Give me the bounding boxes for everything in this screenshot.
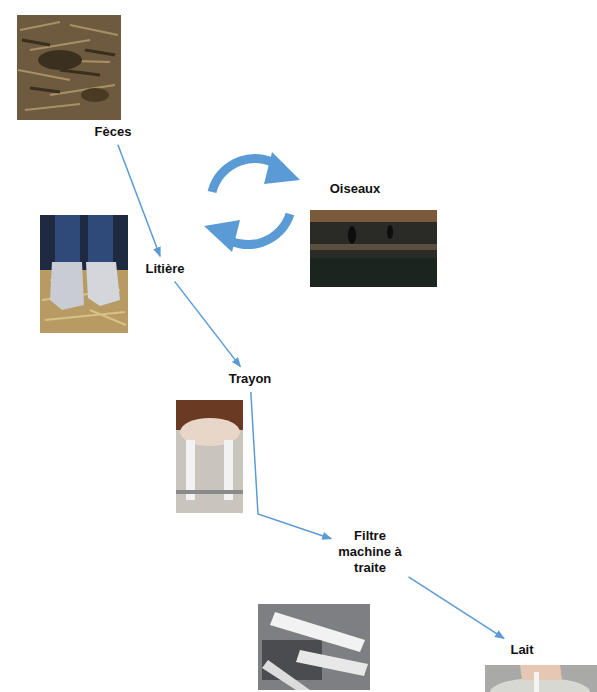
birds-photo [310, 210, 437, 287]
photo-label: Fèces [80, 122, 146, 142]
litter-photo [40, 215, 128, 333]
flow-arrow [175, 281, 241, 366]
cycle-arrowhead [204, 220, 240, 252]
cycle-arrowhead [264, 152, 300, 184]
photo-label: Trayon [218, 369, 282, 389]
label-text: Trayon [220, 371, 280, 387]
flow-arrow [118, 145, 160, 256]
label-text: Fèces [82, 124, 144, 140]
label-text: Oiseaux [322, 181, 388, 197]
photo-label: Lait [499, 640, 545, 660]
feces-photo [17, 15, 121, 120]
photo-label: Filtre machine à traite [334, 526, 406, 578]
label-text: Litière [136, 261, 194, 277]
udder-photo [176, 400, 243, 513]
photo-label: Litière [134, 259, 196, 279]
flow-arrow [409, 577, 505, 639]
flow-arrow [251, 392, 331, 539]
filter-photo [258, 604, 370, 690]
photo-label: Oiseaux [320, 179, 390, 199]
label-text: Filtre machine à traite [336, 528, 404, 576]
label-text: Lait [501, 642, 543, 658]
milk-photo [485, 665, 597, 692]
